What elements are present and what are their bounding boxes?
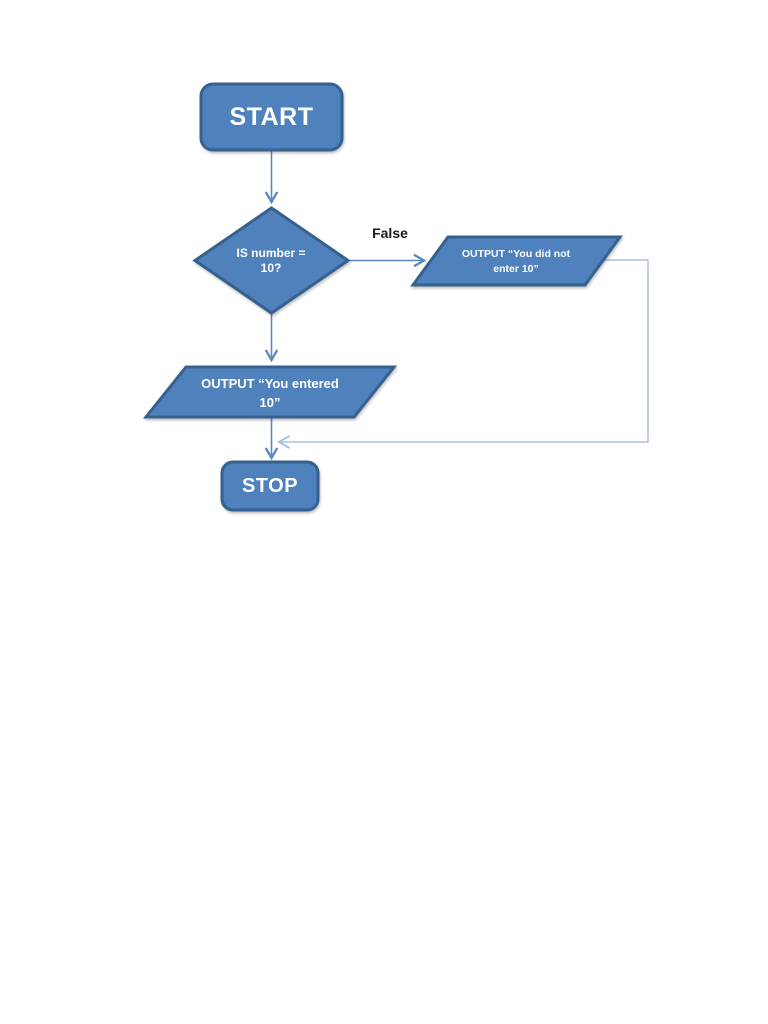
output-false-node-shape[interactable] [410,235,623,287]
stop-node-shape[interactable] [220,460,320,512]
output-true-node-shape[interactable] [142,365,398,419]
connector-output-false-feedback [276,259,649,449]
decision-node-shape[interactable] [192,206,351,315]
start-node-shape[interactable] [199,82,344,152]
